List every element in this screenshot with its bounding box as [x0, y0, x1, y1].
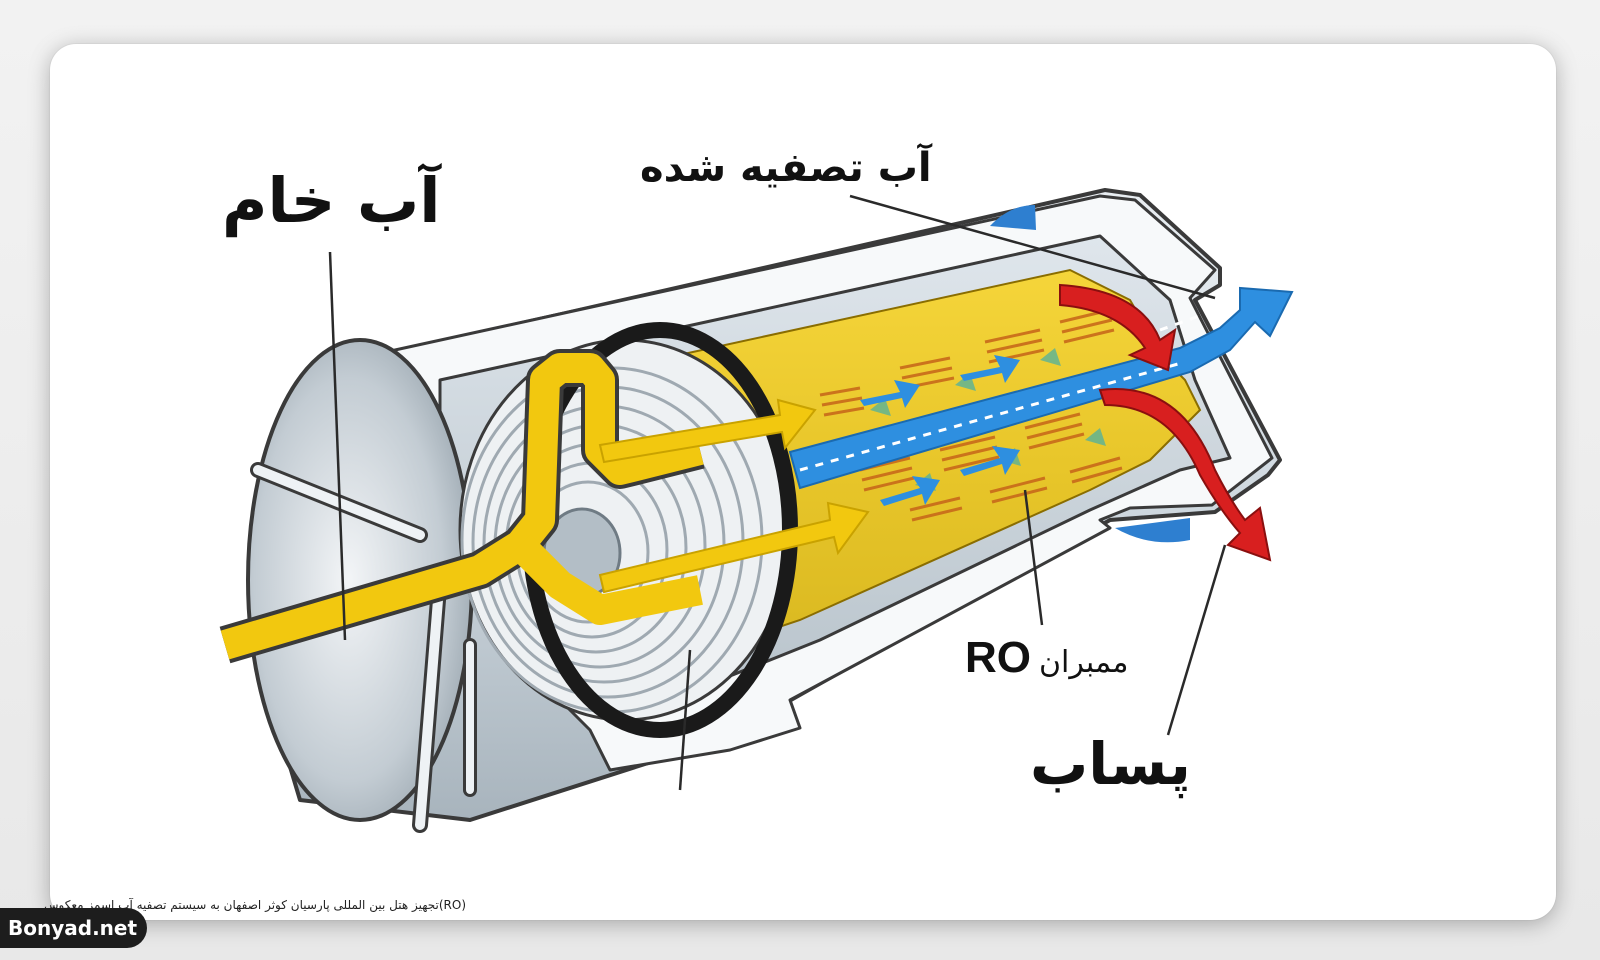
raw-water-label: آب خام	[222, 164, 441, 237]
waste-water-label: پساب	[1030, 730, 1191, 798]
end-cap	[246, 338, 477, 833]
raw-water-flow	[219, 349, 870, 664]
leader-lines	[328, 194, 1227, 791]
purified-water-leader	[849, 194, 1216, 300]
membrane-leader	[1023, 489, 1044, 626]
membrane-leaves	[819, 308, 1123, 522]
image-caption: (RO)تجهیز هتل بین المللی پارسیان کوثر اص…	[43, 898, 466, 912]
waste-water-flow	[1059, 283, 1272, 562]
housing-leader	[678, 649, 692, 791]
membrane-prefix: RO	[965, 633, 1031, 682]
membrane-name: ممبران	[1039, 645, 1129, 680]
waste-water-leader	[1166, 544, 1227, 736]
site-logo[interactable]: Bonyad.net	[0, 908, 148, 948]
raw-water-leader	[328, 251, 347, 641]
purified-water-label: آب تصفیه شده	[640, 145, 932, 191]
